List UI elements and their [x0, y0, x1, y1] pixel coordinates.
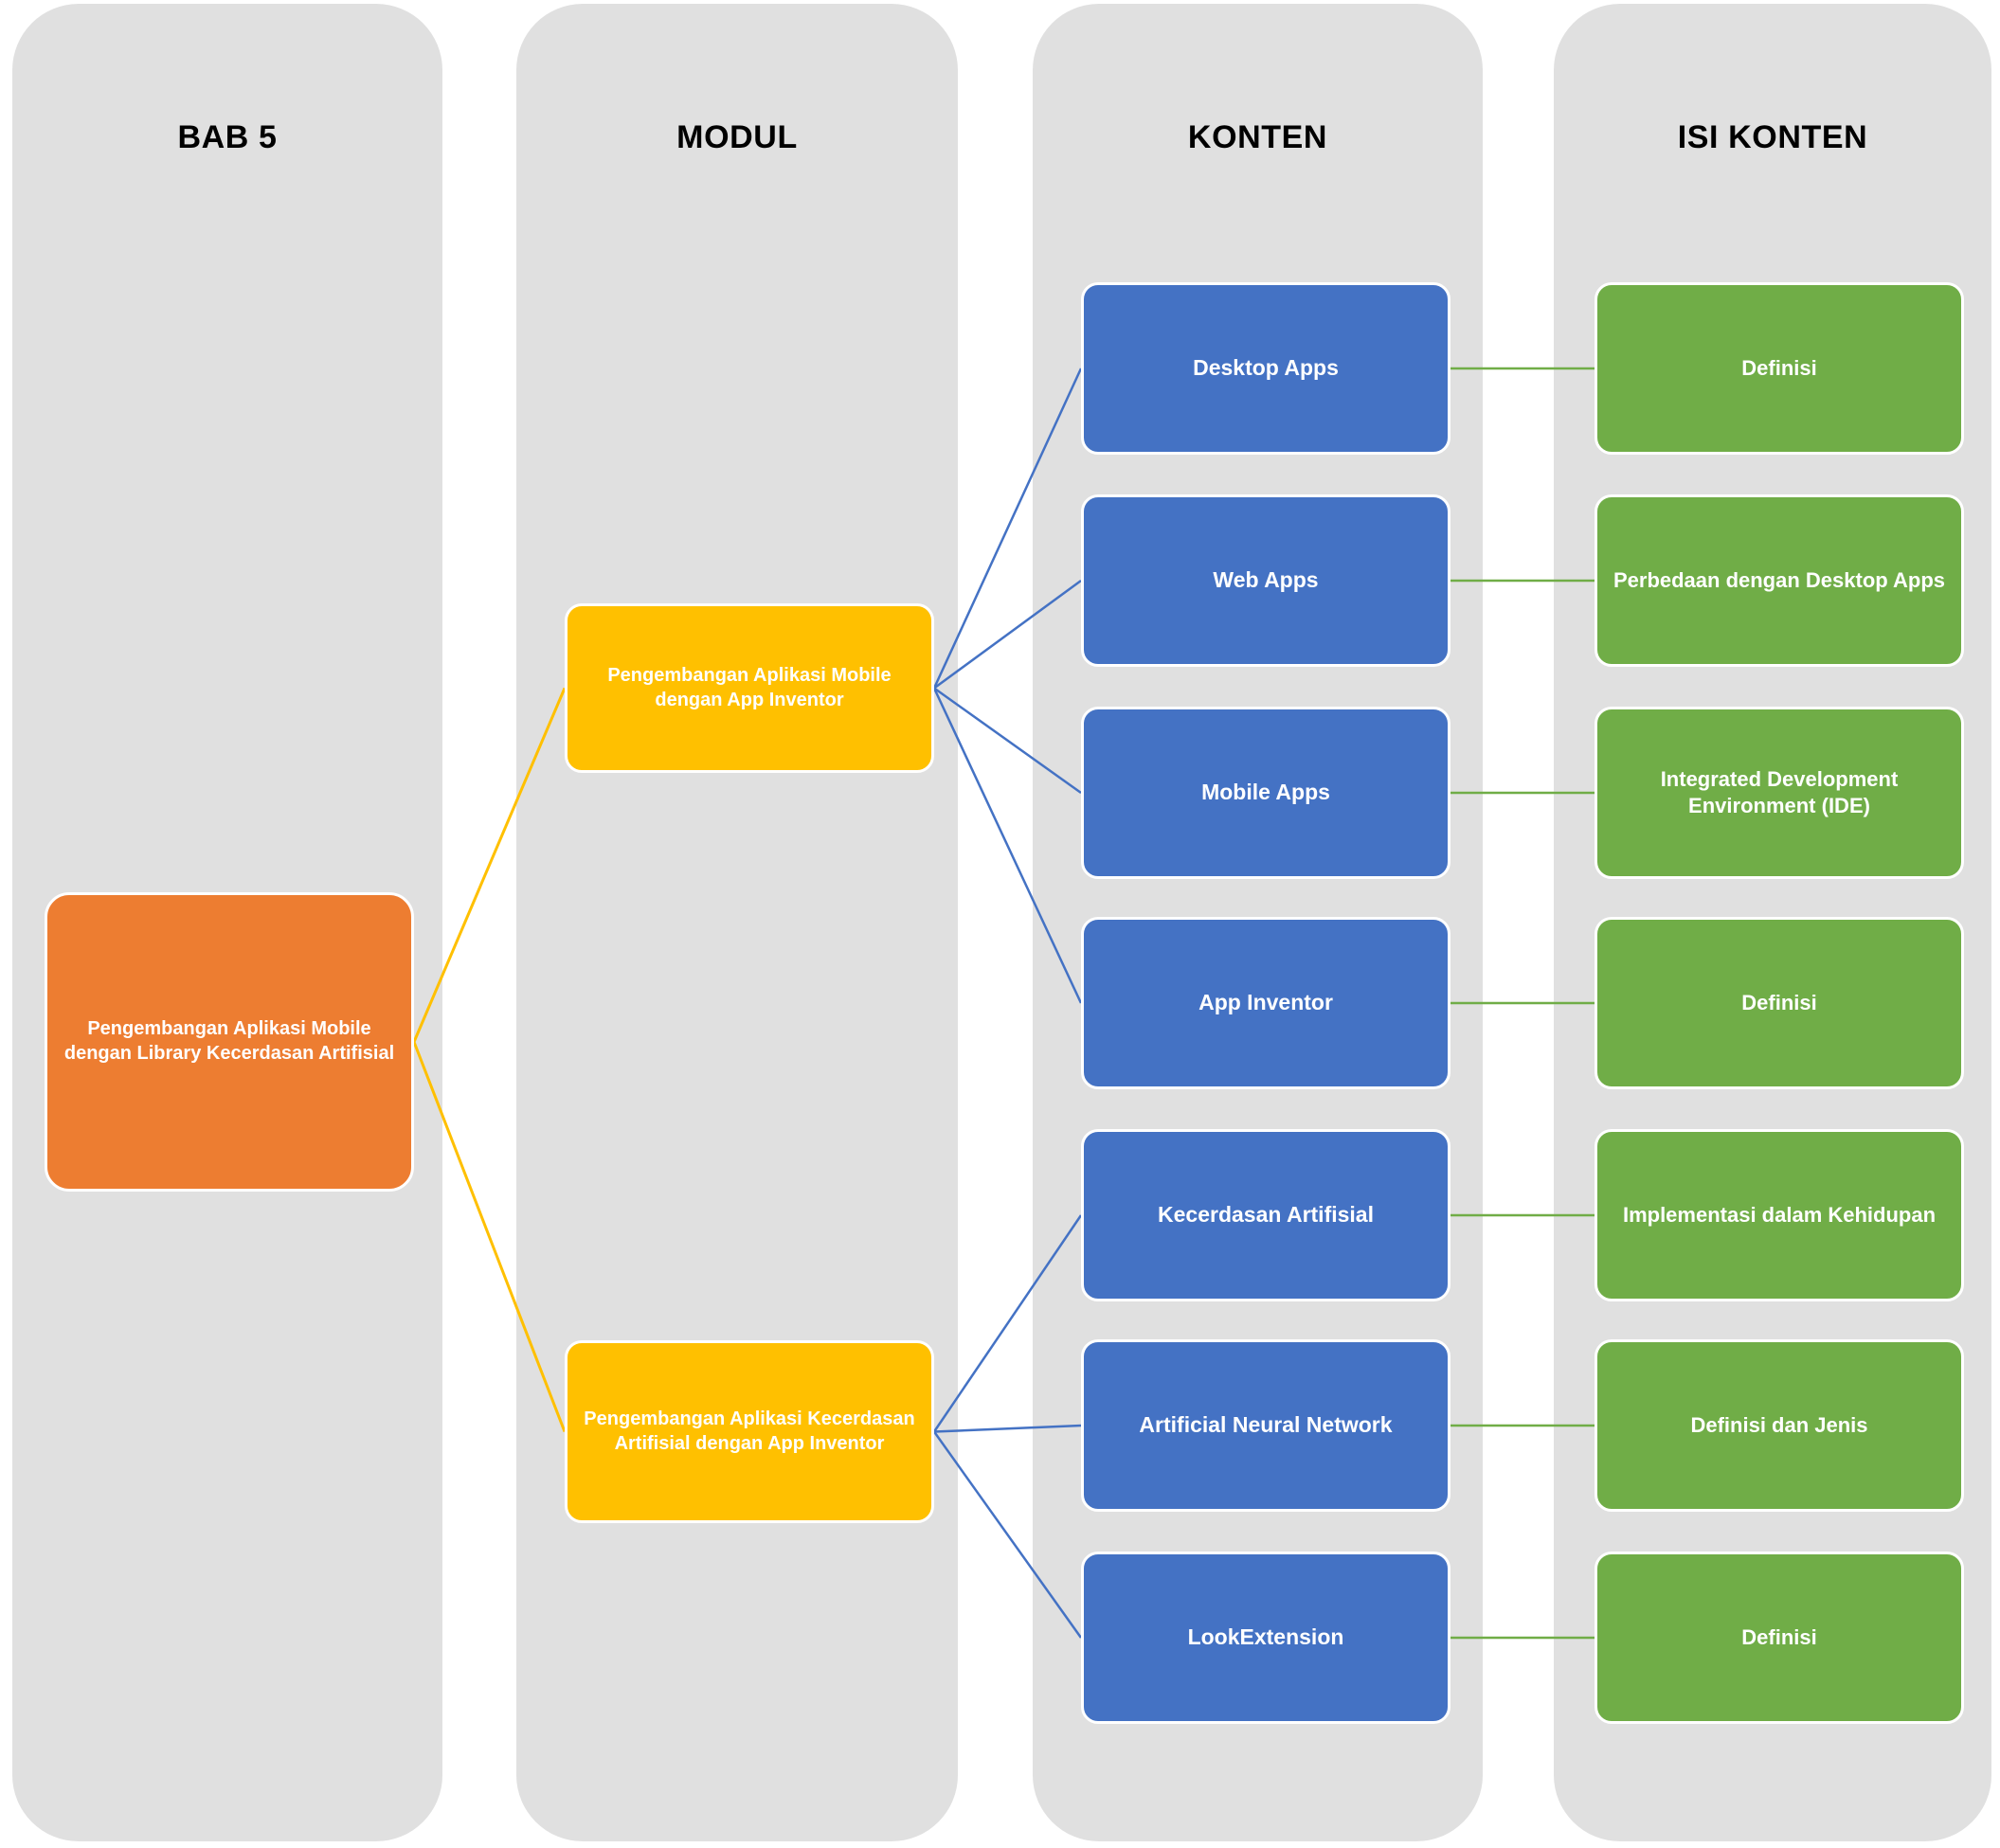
content-node-3[interactable]: Mobile Apps	[1081, 707, 1450, 879]
module-node-2[interactable]: Pengembangan Aplikasi Kecerdasan Artifis…	[565, 1340, 934, 1523]
swimlane-title-bab: BAB 5	[177, 119, 278, 155]
detail-node-5-label: Implementasi dalam Kehidupan	[1622, 1202, 1937, 1227]
swimlane-title-isikonten: ISI KONTEN	[1677, 119, 1868, 155]
root-node-label: Pengembangan Aplikasi Mobile dengan Libr…	[63, 1018, 395, 1064]
content-node-1-label: Desktop Apps	[1193, 355, 1339, 381]
content-node-3-label: Mobile Apps	[1201, 780, 1330, 805]
swimlane-title-modul: MODUL	[676, 119, 798, 155]
content-node-4-label: App Inventor	[1198, 990, 1333, 1015]
swimlane-title-konten: KONTEN	[1187, 119, 1328, 155]
detail-node-4-label: Definisi	[1741, 990, 1817, 1014]
detail-node-1[interactable]: Definisi	[1595, 282, 1964, 455]
content-node-6[interactable]: Artificial Neural Network	[1081, 1339, 1450, 1512]
detail-node-6-label: Definisi dan Jenis	[1690, 1412, 1868, 1437]
detail-node-3-label: Integrated Development Environment (IDE)	[1660, 766, 1899, 817]
detail-node-2[interactable]: Perbedaan dengan Desktop Apps	[1595, 494, 1964, 667]
content-node-7[interactable]: LookExtension	[1081, 1552, 1450, 1724]
detail-node-6[interactable]: Definisi dan Jenis	[1595, 1339, 1964, 1512]
swimlane-modul	[516, 4, 958, 1841]
detail-node-7[interactable]: Definisi	[1595, 1552, 1964, 1724]
content-node-7-label: LookExtension	[1187, 1624, 1344, 1650]
module-node-1[interactable]: Pengembangan Aplikasi Mobile dengan App …	[565, 603, 934, 773]
content-node-2[interactable]: Web Apps	[1081, 494, 1450, 667]
content-node-5-label: Kecerdasan Artifisial	[1158, 1202, 1374, 1228]
detail-node-4[interactable]: Definisi	[1595, 917, 1964, 1089]
content-node-4[interactable]: App Inventor	[1081, 917, 1450, 1089]
detail-node-1-label: Definisi	[1741, 355, 1817, 380]
content-node-1[interactable]: Desktop Apps	[1081, 282, 1450, 455]
detail-node-2-label: Perbedaan dengan Desktop Apps	[1613, 567, 1946, 592]
detail-node-7-label: Definisi	[1741, 1624, 1817, 1649]
root-node[interactable]: Pengembangan Aplikasi Mobile dengan Libr…	[45, 892, 414, 1192]
module-node-1-label: Pengembangan Aplikasi Mobile dengan App …	[607, 664, 892, 710]
content-node-6-label: Artificial Neural Network	[1139, 1412, 1393, 1438]
detail-node-5[interactable]: Implementasi dalam Kehidupan	[1595, 1129, 1964, 1301]
detail-node-3[interactable]: Integrated Development Environment (IDE)	[1595, 707, 1964, 879]
content-node-2-label: Web Apps	[1213, 567, 1319, 593]
module-node-2-label: Pengembangan Aplikasi Kecerdasan Artifis…	[584, 1408, 915, 1454]
content-node-5[interactable]: Kecerdasan Artifisial	[1081, 1129, 1450, 1301]
